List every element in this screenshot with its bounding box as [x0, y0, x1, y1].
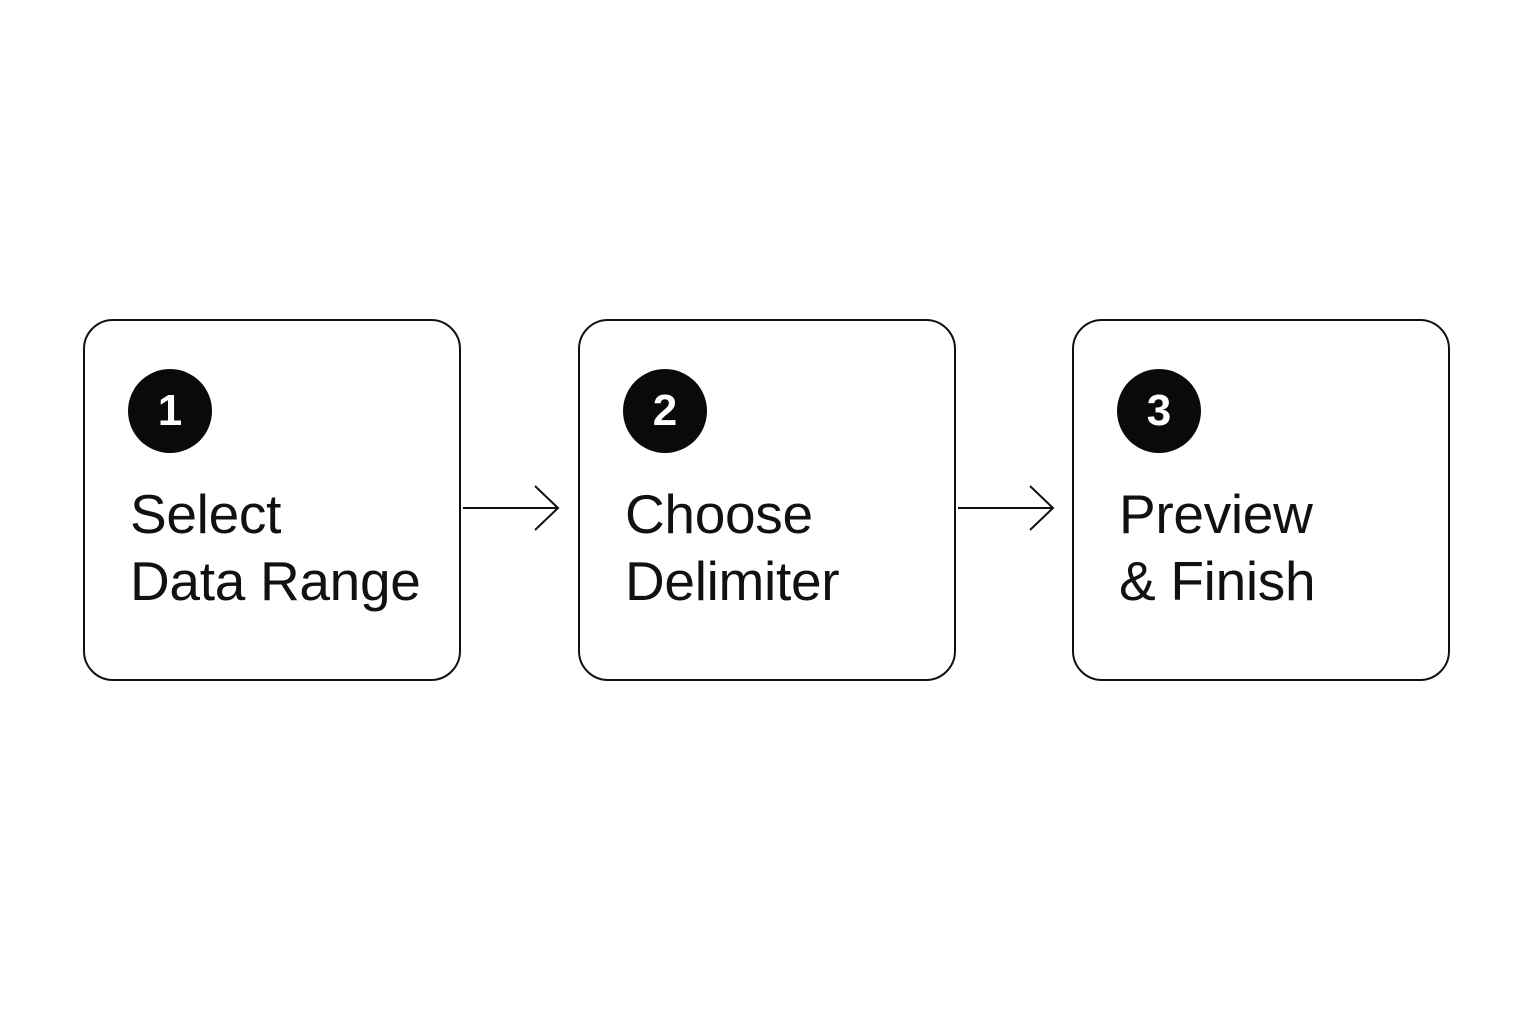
step-number-badge: 3	[1117, 369, 1201, 453]
step-card-choose-delimiter: 2 Choose Delimiter	[578, 319, 956, 681]
step-card-preview-finish: 3 Preview & Finish	[1072, 319, 1450, 681]
step-number-badge: 1	[128, 369, 212, 453]
step-title-line-1: Preview	[1119, 483, 1313, 545]
right-arrow-icon	[463, 485, 560, 531]
step-title-line-2: & Finish	[1119, 550, 1316, 612]
step-title-line-1: Select	[130, 483, 282, 545]
step-title: Choose Delimiter	[625, 481, 950, 615]
step-title-line-2: Data Range	[130, 550, 421, 612]
right-arrow-icon	[958, 485, 1055, 531]
step-title: Preview & Finish	[1119, 481, 1444, 615]
step-title-line-2: Delimiter	[625, 550, 840, 612]
step-title: Select Data Range	[130, 481, 455, 615]
step-number-badge: 2	[623, 369, 707, 453]
step-card-select-data-range: 1 Select Data Range	[83, 319, 461, 681]
step-title-line-1: Choose	[625, 483, 813, 545]
